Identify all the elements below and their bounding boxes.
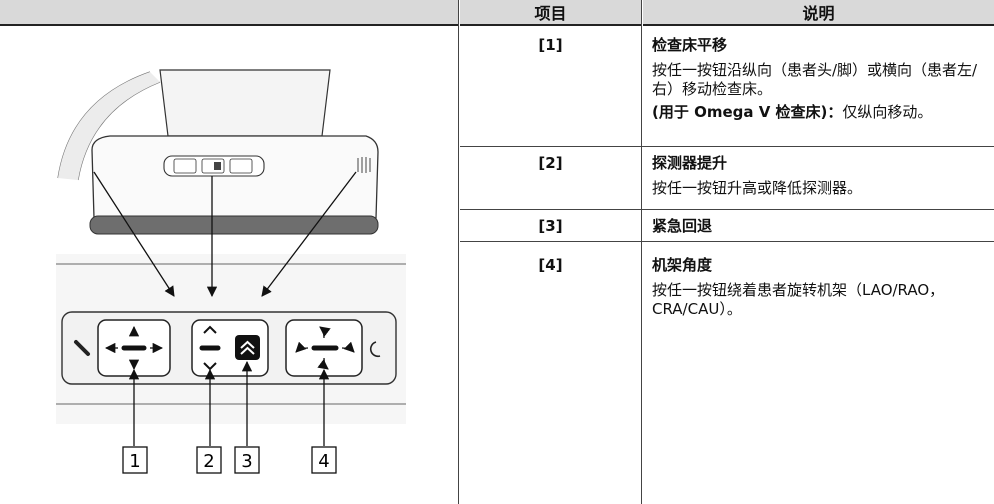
row-2-text: 按任一按钮升高或降低探测器。 xyxy=(652,179,863,197)
row-2-item: [2] xyxy=(538,154,563,172)
callout-leaders xyxy=(128,360,330,446)
row-3-description: 紧急回退 xyxy=(652,217,986,242)
row-1-item: [1] xyxy=(538,36,563,54)
row-2-title: 探测器提升 xyxy=(652,154,728,172)
control-panel-figure: 1 2 3 4 xyxy=(56,69,406,474)
callout-3-label: 3 xyxy=(241,451,252,472)
callout-1: 1 xyxy=(122,446,148,474)
row-2-description: 探测器提升 按任一按钮升高或降低探测器。 xyxy=(652,154,986,202)
header-figure-cell xyxy=(0,0,458,26)
table-housing xyxy=(91,135,379,219)
callout-4-label: 4 xyxy=(318,451,329,472)
header-description: 说明 xyxy=(643,0,994,26)
callout-1-label: 1 xyxy=(129,451,140,472)
row-4-item: [4] xyxy=(538,256,563,274)
rotate-icon xyxy=(369,341,381,358)
header-item: 项目 xyxy=(460,0,641,26)
pointer-arrows xyxy=(93,171,357,298)
row-1-description: 检查床平移 按任一按钮沿纵向（患者头/脚）或横向（患者左/右）移动检查床。 (用… xyxy=(652,36,986,126)
row-4-description: 机架角度 按任一按钮绕着患者旋转机架（LAO/RAO，CRA/CAU）。 xyxy=(652,256,986,323)
column-divider xyxy=(641,0,642,504)
callout-3: 3 xyxy=(234,446,260,474)
row-3-title: 紧急回退 xyxy=(652,217,713,235)
row-divider xyxy=(460,209,994,210)
table-move-buttons[interactable] xyxy=(97,319,171,377)
column-divider xyxy=(458,0,459,504)
row-1-note: (用于 Omega V 检查床)：仅纵向移动。 xyxy=(652,103,986,122)
row-4-title: 机架角度 xyxy=(652,256,713,274)
table-side-rail xyxy=(89,215,379,235)
callout-4: 4 xyxy=(311,446,337,474)
vent-grill xyxy=(357,157,371,173)
pen-mark-icon xyxy=(74,340,90,356)
row-divider xyxy=(460,146,994,147)
gantry-angle-buttons[interactable] xyxy=(285,319,363,377)
row-1-note-label: (用于 Omega V 检查床)： xyxy=(652,103,843,121)
gantry-column xyxy=(159,69,331,137)
callout-2-label: 2 xyxy=(203,451,214,472)
emergency-retract-button[interactable] xyxy=(235,335,260,360)
row-3-item: [3] xyxy=(538,217,563,235)
row-1-title: 检查床平移 xyxy=(652,36,728,54)
row-1-text: 按任一按钮沿纵向（患者头/脚）或横向（患者左/右）移动检查床。 xyxy=(652,61,978,98)
row-4-text: 按任一按钮绕着患者旋转机架（LAO/RAO，CRA/CAU）。 xyxy=(652,281,945,318)
row-1-note-text: 仅纵向移动。 xyxy=(842,103,933,121)
callout-2: 2 xyxy=(196,446,222,474)
row-divider xyxy=(460,241,994,242)
